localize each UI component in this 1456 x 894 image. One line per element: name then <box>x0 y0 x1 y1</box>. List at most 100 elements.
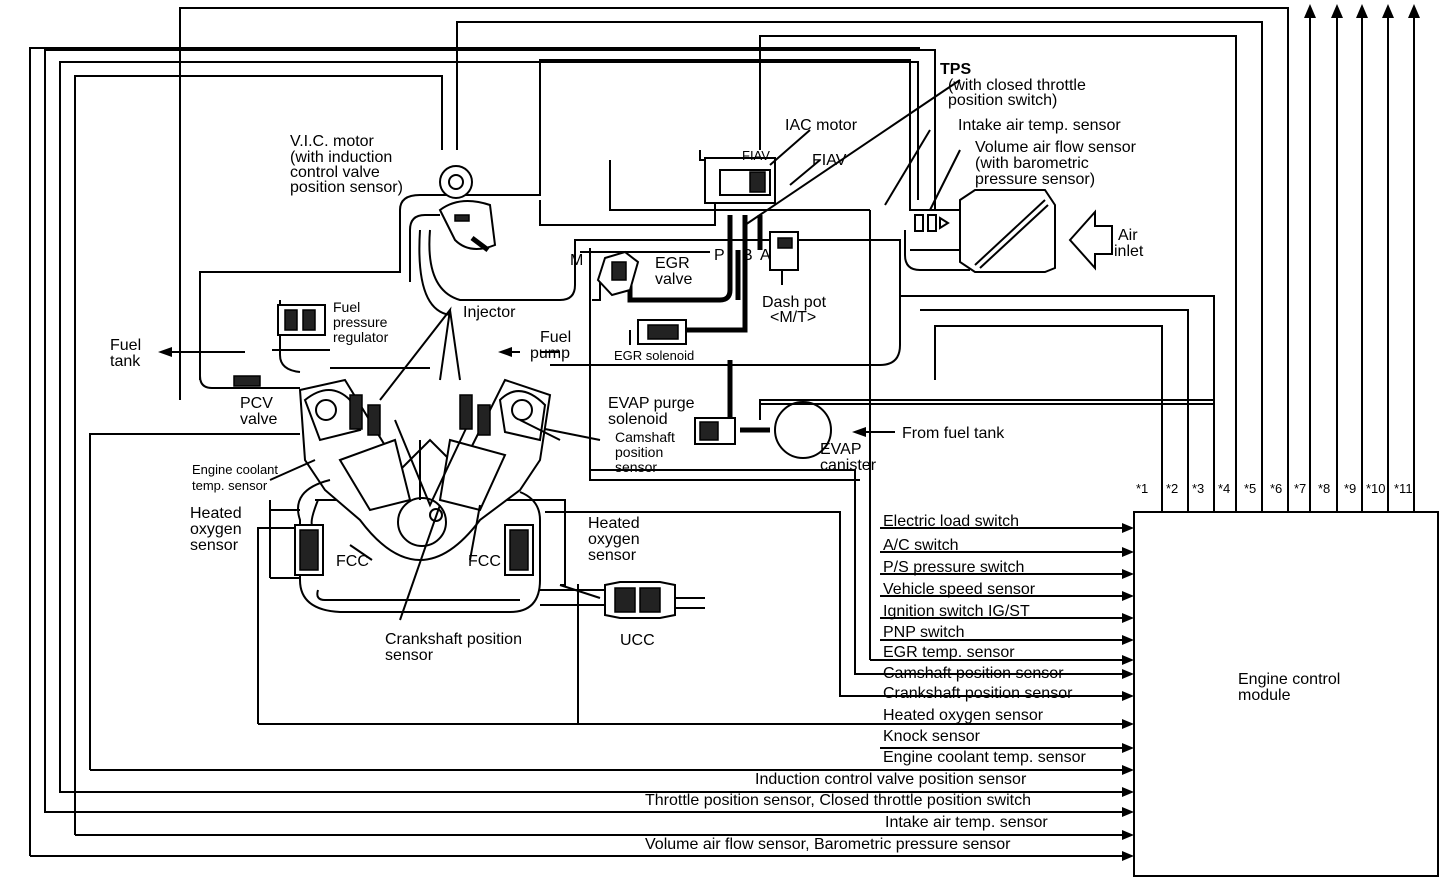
ect-sensor-label-line2: temp. sensor <box>192 478 268 493</box>
input-pnp-switch: PNP switch <box>883 624 965 641</box>
ecm-input-labels: Electric load switch A/C switch P/S pres… <box>645 513 1086 853</box>
pcv-valve-label-line1: PCV <box>240 395 273 412</box>
tps-label-line3: position switch) <box>948 92 1057 109</box>
camshaft-sensor-label-line1: Camshaft <box>615 429 675 445</box>
input-ignition-switch: Ignition switch IG/ST <box>883 603 1030 620</box>
output-label: *11 <box>1394 481 1413 496</box>
input-ps-pressure-switch: P/S pressure switch <box>883 559 1024 576</box>
evap-canister-label-line2: canister <box>820 457 877 474</box>
output-label: *9 <box>1344 481 1356 496</box>
vic-motor <box>438 165 497 252</box>
pcv-valve-label-line2: valve <box>240 411 277 428</box>
port-a-label: A <box>760 247 771 264</box>
input-ac-switch: A/C switch <box>883 537 959 554</box>
injector-label: Injector <box>463 304 516 321</box>
iac-motor-label: IAC motor <box>785 117 858 134</box>
input-engine-coolant-temp-sensor: Engine coolant temp. sensor <box>883 749 1086 766</box>
intake-air-temp-label: Intake air temp. sensor <box>958 117 1121 134</box>
input-egr-temp-sensor: EGR temp. sensor <box>883 644 1015 661</box>
egr-solenoid <box>629 319 687 345</box>
outer-wiring <box>29 7 1289 857</box>
fuel-tank-label-line1: Fuel <box>110 337 141 354</box>
port-m-label: M <box>570 252 583 269</box>
camshaft-sensor-label-line3: sensor <box>615 459 657 475</box>
egr-solenoid-label: EGR solenoid <box>614 348 694 363</box>
heated-o2-left-label-line3: sensor <box>190 537 239 554</box>
output-label: *1 <box>1136 481 1148 496</box>
input-volume-air-flow-sensor: Volume air flow sensor, Barometric press… <box>645 836 1011 853</box>
heated-o2-left-label-line1: Heated <box>190 505 242 522</box>
output-label: *7 <box>1294 481 1306 496</box>
evap-canister-label-line1: EVAP <box>820 441 862 458</box>
component-labels: TPS (with closed throttle position switc… <box>110 61 1144 664</box>
egr-valve-label-line1: EGR <box>655 255 690 272</box>
fuel-pressure-regulator-label-line2: pressure <box>333 314 388 330</box>
air-inlet-arrow <box>1068 209 1113 271</box>
fuel-tank-label-line2: tank <box>110 353 141 370</box>
fuel-pressure-regulator-label-line3: regulator <box>333 329 389 345</box>
fcc-right-label: FCC <box>468 553 501 570</box>
from-fuel-tank-label: From fuel tank <box>902 425 1005 442</box>
input-crankshaft-position-sensor: Crankshaft position sensor <box>883 685 1073 702</box>
dash-pot-label-line1: Dash pot <box>762 294 827 311</box>
tps-label: TPS <box>940 61 971 78</box>
fuel-arrows <box>158 347 895 437</box>
output-label: *10 <box>1366 481 1386 496</box>
input-vehicle-speed-sensor: Vehicle speed sensor <box>883 581 1036 598</box>
pcv-valve <box>233 375 261 387</box>
input-electric-load-switch: Electric load switch <box>883 513 1019 530</box>
air-inlet-label-line1: Air <box>1118 227 1138 244</box>
fcc-left-label: FCC <box>336 553 369 570</box>
output-arrows <box>1304 4 1420 512</box>
output-label: *8 <box>1318 481 1330 496</box>
crankshaft-sensor-label-line1: Crankshaft position <box>385 631 522 648</box>
air-inlet-label-line2: inlet <box>1114 243 1144 260</box>
exhaust-system <box>294 479 705 619</box>
port-b-label: B <box>742 247 753 264</box>
ecm-output-labels: *1 *2 *3 *4 *5 *6 *7 *8 *9 *10 *11 <box>1136 481 1413 496</box>
ucc-label: UCC <box>620 632 655 649</box>
ecm-label-line2: module <box>1238 687 1291 704</box>
heated-o2-right-label-line2: oxygen <box>588 531 640 548</box>
egr-valve-label-line2: valve <box>655 271 692 288</box>
vaf-label-line1: Volume air flow sensor <box>975 139 1137 156</box>
ecm-label-line1: Engine control <box>1238 671 1340 688</box>
injectors <box>349 306 491 436</box>
leader-lines <box>269 79 961 621</box>
throttle-body <box>704 157 799 285</box>
vaf-label-line3: pressure sensor) <box>975 171 1095 188</box>
vic-label-line4: position sensor) <box>290 179 403 196</box>
vic-label-line3: control valve <box>290 164 380 181</box>
input-camshaft-position-sensor: Camshaft position sensor <box>883 665 1064 682</box>
input-induction-control-valve-sensor: Induction control valve position sensor <box>755 771 1027 788</box>
output-label: *4 <box>1218 481 1230 496</box>
fuel-pressure-regulator-label-line1: Fuel <box>333 299 360 315</box>
vic-label-line1: V.I.C. motor <box>290 133 375 150</box>
port-p-label: P <box>714 247 725 264</box>
output-label: *5 <box>1244 481 1256 496</box>
ect-sensor-label-line1: Engine coolant <box>192 462 278 477</box>
fiav-box-label: FIAV <box>742 148 770 163</box>
output-label: *2 <box>1166 481 1178 496</box>
ecm-input-arrowheads <box>1122 523 1134 861</box>
evap-system <box>694 401 1214 459</box>
intake-piping <box>199 59 970 481</box>
crankshaft-sensor-label-line2: sensor <box>385 647 434 664</box>
evap-purge-label-line1: EVAP purge <box>608 395 695 412</box>
fiav-label: FIAV <box>812 152 847 169</box>
engine-control-module: Engine control module <box>1133 511 1439 877</box>
input-throttle-position-sensor: Throttle position sensor, Closed throttl… <box>645 792 1031 809</box>
vaf-label-line2: (with barometric <box>975 155 1089 172</box>
air-flow-sensor <box>914 189 1056 273</box>
output-label: *6 <box>1270 481 1282 496</box>
vic-label-line2: (with induction <box>290 149 392 166</box>
input-intake-air-temp-sensor: Intake air temp. sensor <box>885 814 1048 831</box>
heated-o2-left-label-line2: oxygen <box>190 521 242 538</box>
input-heated-oxygen-sensor: Heated oxygen sensor <box>883 707 1044 724</box>
input-knock-sensor: Knock sensor <box>883 728 981 745</box>
dash-pot-label-line2: <M/T> <box>770 309 816 326</box>
tps-label-line2: (with closed throttle <box>948 77 1086 94</box>
evap-purge-label-line2: solenoid <box>608 411 668 428</box>
fuel-pump-label-line1: Fuel <box>540 329 571 346</box>
